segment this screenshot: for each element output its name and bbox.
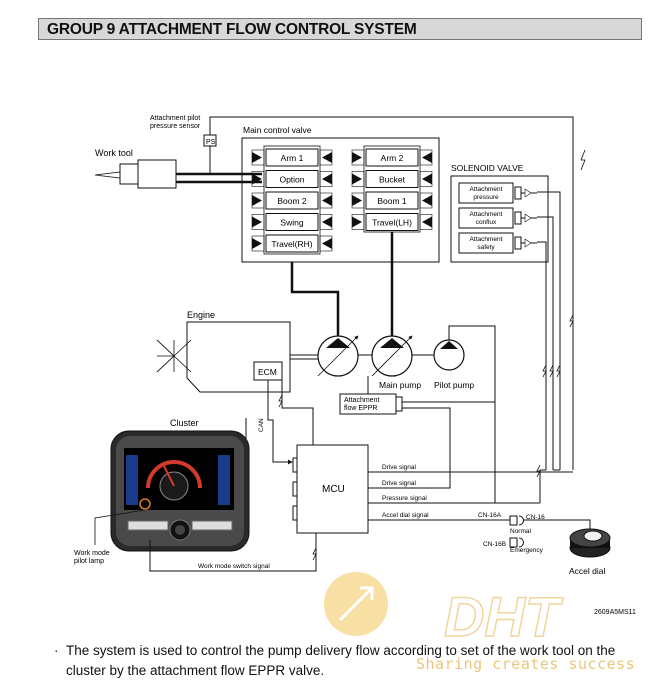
cluster-label: Cluster	[170, 418, 199, 428]
pump-line-left	[290, 262, 340, 338]
cn16-connector	[509, 515, 518, 526]
pilot-sensor-label-1: Attachment pilot	[150, 115, 200, 122]
spool-label: Boom 1	[377, 196, 407, 206]
pilot-sensor-label-2: pressure sensor	[150, 123, 201, 130]
cluster-left-buttons[interactable]	[127, 520, 169, 531]
work-tool-tip	[94, 171, 121, 179]
accel-dial-signal-label: Accel dial signal	[382, 512, 429, 519]
solenoid-wire-3	[537, 241, 547, 470]
drive-signal-label-1: Drive signal	[382, 464, 417, 471]
can-label: CAN	[258, 418, 265, 432]
mcv-label: Main control valve	[243, 125, 312, 135]
ps-label: PS	[206, 139, 216, 146]
watermark-logo: DHT	[324, 572, 565, 640]
spool-label: Swing	[280, 218, 303, 228]
accel-dial-label: Accel dial	[569, 566, 605, 576]
normal-label: Normal	[510, 528, 532, 535]
solenoid-wire-1	[537, 191, 561, 470]
pilot-line	[448, 325, 496, 405]
spool-label: Bucket	[379, 175, 406, 185]
valve-spool-right-1: Bucket	[351, 170, 433, 188]
system-diagram: Attachment pilot pressure sensor PS Main…	[74, 115, 636, 640]
solenoid-wire-2	[537, 216, 554, 470]
work-mode-pilot-lamp	[139, 498, 151, 510]
valve-spool-left-4: Travel(RH)	[251, 234, 333, 253]
solenoid-group: AttachmentpressureAttachmentconfluxAttac…	[458, 182, 537, 254]
solenoid-label-2: conflux	[476, 219, 497, 226]
eppr-label-1: Attachment	[344, 397, 379, 404]
solenoid-label-1: Attachment	[470, 211, 503, 218]
solenoid-label-1: Attachment	[470, 186, 503, 193]
spool-label: Option	[279, 175, 304, 185]
work-tool-cylinder	[119, 163, 139, 185]
engine-label: Engine	[187, 310, 215, 320]
work-mode-lamp-label-2: pilot lamp	[74, 558, 104, 565]
solenoid-valve-label: SOLENOID VALVE	[451, 163, 524, 173]
drive-signal-label-2: Drive signal	[382, 480, 417, 487]
valve-spool-left-0: Arm 1	[251, 148, 333, 167]
cluster-right-buttons[interactable]	[191, 520, 233, 531]
caption-bullet: ·	[54, 643, 59, 658]
spool-label: Travel(LH)	[372, 218, 412, 228]
spool-label: Boom 2	[277, 196, 307, 206]
caption-line-1: The system is used to control the pump d…	[66, 643, 616, 658]
solenoid-label-2: pressure	[473, 194, 499, 201]
valve-spool-left-2: Boom 2	[251, 191, 333, 210]
figure-code: 2609A5MS11	[594, 609, 636, 616]
mcu-label: MCU	[322, 484, 345, 495]
cluster-gauge	[146, 460, 202, 489]
section-title: GROUP 9 ATTACHMENT FLOW CONTROL SYSTEM	[47, 21, 417, 38]
cn16a-label: CN-16A	[478, 512, 502, 519]
cn16b-connector	[509, 537, 518, 548]
spool-label: Arm 2	[381, 153, 404, 163]
cn16b-label: CN-16B	[483, 541, 506, 548]
svg-text:DHT: DHT	[444, 585, 564, 640]
pilot-pump-label: Pilot pump	[434, 380, 474, 390]
ecm-label: ECM	[258, 367, 277, 377]
valve-spool-left-1: Option	[251, 170, 333, 188]
engine-block	[186, 321, 291, 393]
emergency-label: Emergency	[510, 547, 544, 554]
engine-fan	[156, 339, 175, 373]
eppr-label-2: flow EPPR	[344, 405, 377, 412]
work-tool-body	[137, 159, 177, 189]
can-line	[267, 380, 293, 465]
spool-label: Arm 1	[281, 153, 304, 163]
work-mode-lamp-label-1: Work mode	[74, 550, 110, 557]
mcu-box	[296, 444, 369, 534]
valve-spool-right-2: Boom 1	[351, 191, 433, 210]
valve-spool-left-3: Swing	[251, 213, 333, 231]
caption-line-2: cluster by the attachment flow EPPR valv…	[66, 663, 325, 678]
watermark-tagline: Sharing creates success	[416, 655, 636, 673]
break-mark	[580, 149, 586, 171]
solenoid-label-2: safety	[477, 244, 495, 251]
solenoid-label-1: Attachment	[470, 236, 503, 243]
main-pump-label: Main pump	[379, 380, 421, 390]
valve-spool-right-0: Arm 2	[351, 148, 433, 167]
work-tool-label: Work tool	[95, 148, 133, 158]
section-header: GROUP 9 ATTACHMENT FLOW CONTROL SYSTEM	[38, 18, 642, 40]
cn16-label: CN-16	[526, 514, 545, 521]
pilot-signal-line	[209, 116, 574, 470]
pressure-signal-label: Pressure signal	[382, 495, 427, 502]
spool-label: Travel(RH)	[271, 239, 312, 249]
work-mode-switch-label: Work mode switch signal	[198, 563, 270, 570]
